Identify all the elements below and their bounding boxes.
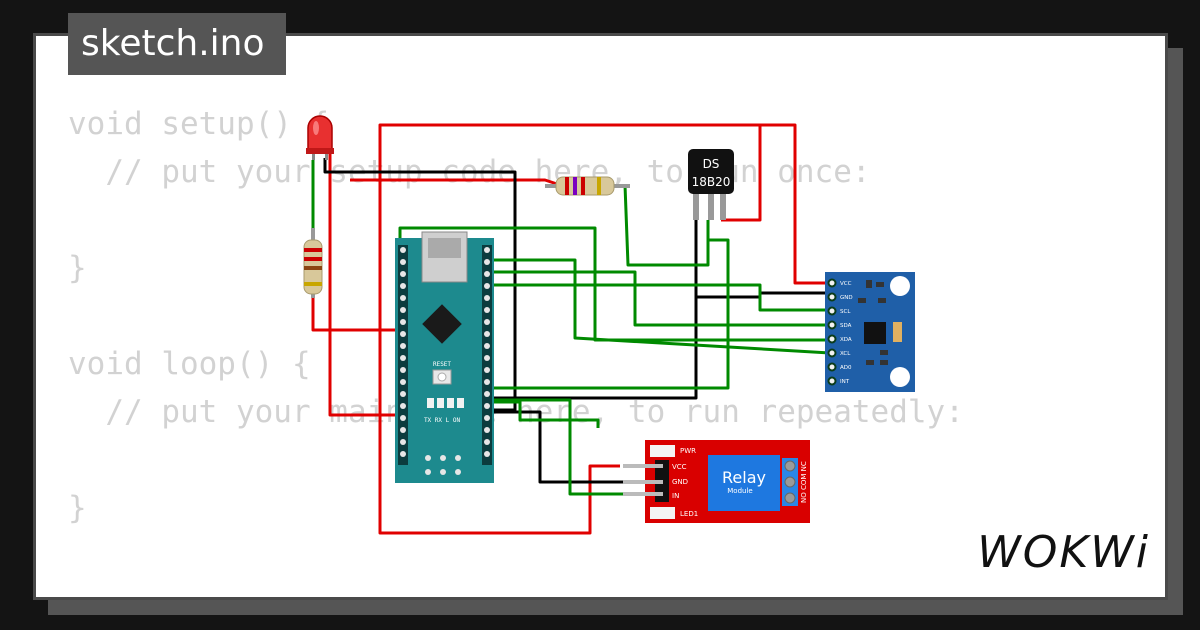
relay-subtitle: Module <box>727 487 752 495</box>
wire-black-ds-gnd <box>488 220 698 400</box>
wire-red-5v <box>328 130 400 417</box>
mpu-pin-vcc: VCC <box>840 281 852 287</box>
wire-red-res-top <box>350 178 561 187</box>
led-labels: TX RX L ON <box>424 417 461 424</box>
mpu-pin-sda: SDA <box>840 323 852 329</box>
mpu-pin-scl: SCL <box>840 309 851 315</box>
mpu-pin-xda: XDA <box>840 337 852 343</box>
ds18b20-label-1: DS <box>703 157 720 171</box>
resistor-horizontal[interactable] <box>545 176 630 196</box>
wire-green-b <box>488 270 830 327</box>
ds18b20-label-2: 18B20 <box>692 175 731 189</box>
wire-red-led-res <box>311 295 400 332</box>
wire-red-top <box>378 123 830 285</box>
wire-green-c <box>488 283 830 312</box>
wire-red-vcc-loop <box>378 130 620 535</box>
mpu-chip <box>864 322 886 344</box>
wire-green-relay-in <box>488 398 625 496</box>
relay-led-label: LED1 <box>680 510 698 518</box>
wire-green-a <box>488 258 831 355</box>
code-line: // put your main code here, to run repea… <box>68 394 964 430</box>
wire-red-ds <box>721 125 762 222</box>
ds18b20-sensor[interactable]: DS 18B20 <box>688 149 734 220</box>
diagram-canvas[interactable] <box>33 33 1168 600</box>
wokwi-logo: WOKWi <box>977 527 1150 578</box>
mpu6050-module[interactable]: VCC GND SCL SDA XDA XCL AD0 INT <box>825 272 915 392</box>
led-component[interactable] <box>306 115 334 160</box>
mpu-pin-xcl: XCL <box>840 351 851 357</box>
relay-pin-vcc: VCC <box>672 463 687 471</box>
code-line: } <box>68 250 87 286</box>
mpu-pin-ad0: AD0 <box>840 365 852 371</box>
mpu-pin-int: INT <box>840 379 850 385</box>
resistor-vertical[interactable] <box>303 228 323 298</box>
arduino-nano-board[interactable]: RESET TX RX L ON <box>395 231 494 483</box>
microcontroller-chip <box>422 304 462 344</box>
wire-green-d13 <box>398 226 830 342</box>
relay-title: Relay <box>722 468 766 487</box>
icsp-header <box>425 455 461 475</box>
relay-module[interactable]: PWR LED1 VCC GND IN Relay Module NO COM … <box>623 440 810 523</box>
code-line: void loop() { <box>68 346 311 382</box>
wire-green-d2 <box>488 400 600 428</box>
mpu-pin-gnd: GND <box>840 295 853 301</box>
code-line: } <box>68 490 87 526</box>
relay-body <box>708 455 780 511</box>
wire-green-res-ds <box>623 184 710 267</box>
led-body <box>307 115 333 151</box>
wire-green-ds-data <box>488 238 730 390</box>
relay-pin-in: IN <box>672 492 679 500</box>
wire-black-gnd-nano <box>323 158 517 412</box>
wire-black-gnd-relay <box>488 410 625 484</box>
nano-header-pins <box>400 247 490 457</box>
relay-terminals-label: NO COM NC <box>800 461 808 503</box>
relay-pin-gnd: GND <box>672 478 688 486</box>
file-tab[interactable]: sketch.ino <box>68 13 286 75</box>
reset-label: RESET <box>433 361 451 368</box>
relay-pwr-label: PWR <box>680 447 696 455</box>
